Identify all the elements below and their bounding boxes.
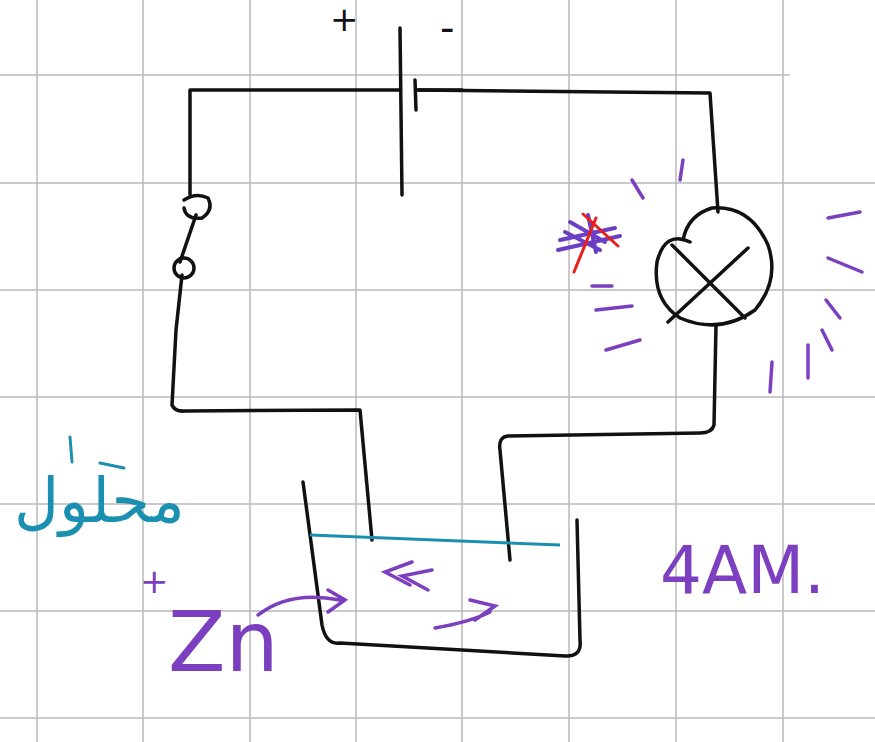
wire bbox=[172, 275, 372, 540]
electrode-sign: + bbox=[140, 564, 169, 598]
wire bbox=[190, 90, 400, 195]
lamp-symbol bbox=[656, 208, 772, 325]
scribble-mark bbox=[558, 214, 620, 272]
switch-symbol bbox=[174, 195, 210, 278]
solution-level bbox=[310, 535, 560, 545]
wires bbox=[172, 90, 718, 656]
beaker bbox=[303, 482, 580, 656]
light-rays bbox=[592, 160, 862, 392]
time-note: 4AM. bbox=[660, 538, 825, 604]
wire bbox=[500, 325, 716, 560]
electrode-label: Zn bbox=[168, 600, 279, 684]
battery-terminal: + bbox=[330, 2, 359, 36]
battery-symbol bbox=[400, 28, 462, 195]
solution-label: محلول bbox=[14, 470, 185, 532]
battery-terminal: - bbox=[440, 8, 454, 48]
wire bbox=[418, 90, 718, 212]
pen-marks bbox=[70, 437, 124, 468]
ion-arrows bbox=[258, 562, 495, 628]
